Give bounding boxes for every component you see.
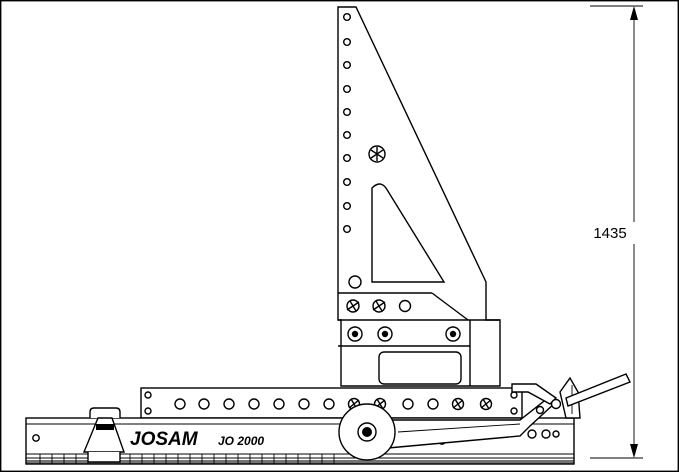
arm-hole [248, 398, 260, 410]
tower-hole [343, 38, 352, 47]
tower-hole [343, 61, 352, 70]
triangle-cutout [371, 183, 446, 283]
arm-hole [198, 398, 210, 410]
vertical-tower [337, 6, 501, 387]
lever-pivot [550, 398, 562, 410]
height-dimension-value: 1435 [593, 225, 626, 242]
lever-handle [565, 373, 631, 407]
clamp-foot [82, 407, 125, 463]
tower-hole [343, 12, 352, 21]
roller-wheel [338, 403, 396, 461]
arm-hole [402, 398, 414, 410]
arm-hole [223, 398, 235, 410]
rail-bottom-edge [26, 460, 574, 464]
brand-name: JOSAM [130, 429, 199, 450]
tower-hole [343, 177, 352, 186]
rail-end-hole [527, 429, 537, 439]
clamp-slot [378, 351, 462, 385]
arm-end-hole [510, 407, 518, 415]
tower-hole [343, 84, 352, 93]
rail-end-hole [552, 430, 560, 438]
arm-hole [273, 398, 285, 410]
clamp-foot-base [87, 452, 121, 463]
clamp-foot-slot [96, 424, 114, 430]
rail-end-hole [541, 429, 551, 439]
star-knob-icon [368, 145, 386, 163]
shelf-screws [346, 299, 412, 313]
clamp-bolts [347, 326, 461, 342]
tower-hole [343, 201, 352, 210]
lever-link [511, 383, 558, 405]
arm-hole [174, 398, 186, 410]
lever-groove [397, 423, 521, 433]
tower-hole [343, 107, 352, 116]
height-dimension: 1435 [590, 5, 643, 459]
arm-hole [298, 398, 310, 410]
arm-end-hole [144, 391, 152, 399]
arm-end-hole [144, 407, 152, 415]
tower-outline [337, 6, 501, 387]
horizontal-arm [140, 387, 523, 419]
dim-arrow-bottom-icon [630, 444, 638, 458]
lever-pivot [535, 405, 545, 415]
clamp-foot-top [89, 407, 121, 418]
tower-hole [343, 224, 352, 233]
tower-hole [343, 130, 352, 139]
dim-arrow-top-icon [630, 6, 638, 20]
rail-end-hole [32, 434, 40, 442]
arm-end-hole [510, 391, 518, 399]
tower-hole [343, 153, 352, 162]
arm-screws [347, 397, 493, 411]
model-name: JO 2000 [218, 434, 264, 448]
pivot-hole [348, 275, 362, 289]
tower-shelf-slope [431, 292, 469, 321]
tower-hole-column [343, 12, 352, 233]
arm-hole [427, 398, 439, 410]
arm-hole-row [174, 398, 439, 410]
arm-hole [323, 398, 335, 410]
wheel-axle [362, 427, 372, 437]
